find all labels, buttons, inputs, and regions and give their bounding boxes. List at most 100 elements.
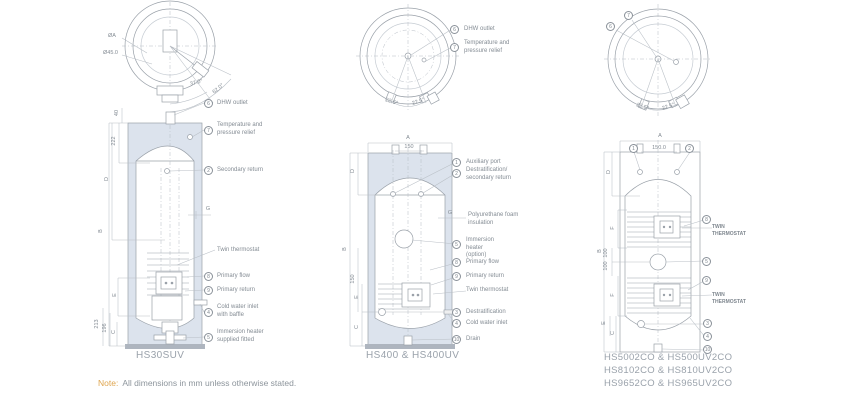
right-dim-100-b: 100 bbox=[603, 261, 609, 271]
middle-angle-right-label: 22.5° bbox=[411, 97, 426, 107]
middle-top-callout-num-dhw: 6 bbox=[450, 25, 459, 34]
middle-callout-destratification: Destratification bbox=[466, 309, 506, 315]
right-top-view bbox=[604, 4, 712, 118]
middle-leaders bbox=[386, 161, 467, 341]
right-shoulder-num-2: 2 bbox=[685, 144, 694, 153]
left-callout-num-immersion: 5 bbox=[204, 333, 213, 342]
left-dim-196: 196 bbox=[102, 323, 108, 333]
left-callout-primary-return: Primary return bbox=[217, 287, 256, 293]
right-angle-left-label: 22.5° bbox=[635, 102, 650, 112]
middle-top-callout-dhw: DHW outlet bbox=[464, 26, 495, 32]
left-diameter-ref-label: ØA bbox=[108, 33, 116, 39]
right-side-num-9: 9 bbox=[702, 276, 711, 285]
right-dim-F-upper: F bbox=[610, 226, 616, 230]
right-caption-line-3: HS9652CO & HS965UV2CO bbox=[604, 378, 733, 389]
right-side-num-8: 8 bbox=[702, 215, 711, 224]
right-dim-E: E bbox=[601, 321, 607, 325]
left-dim-B: B bbox=[98, 229, 104, 233]
right-angle-right-label: 22.5° bbox=[661, 102, 676, 112]
right-twin-thermostat-lower: TWIN THERMOSTAT bbox=[712, 292, 746, 305]
middle-top-callout-num-tp: 7 bbox=[450, 43, 459, 52]
right-dim-D: D bbox=[606, 170, 612, 174]
left-callout-num-dhw: 6 bbox=[204, 99, 213, 108]
left-top-view bbox=[121, 0, 232, 113]
left-dim-222: 222 bbox=[111, 136, 117, 146]
middle-top-callout-tp: Temperature and pressure relief bbox=[464, 40, 510, 54]
middle-dim-G: G bbox=[447, 210, 453, 216]
right-dim-150: 150.0 bbox=[652, 145, 666, 151]
right-leaders bbox=[633, 151, 713, 351]
left-callout-num-primary-flow: 8 bbox=[204, 272, 213, 281]
right-caption-line-1: HS5002CO & HS500UV2CO bbox=[604, 352, 733, 363]
middle-callout-num-primary-flow: 8 bbox=[452, 258, 461, 267]
middle-callout-twin-thermostat: Twin thermostat bbox=[466, 287, 509, 293]
right-side-num-5: 5 bbox=[702, 257, 711, 266]
right-dim-A: A bbox=[658, 133, 662, 139]
right-top-callout-num-6: 6 bbox=[606, 22, 615, 31]
left-dim-213: 213 bbox=[94, 319, 100, 329]
left-leaders bbox=[169, 102, 216, 339]
right-side-num-10: 10 bbox=[703, 345, 712, 354]
left-dim-D: D bbox=[104, 177, 110, 181]
right-top-callout-num-7: 7 bbox=[624, 11, 633, 20]
left-callout-num-secondary-return: 2 bbox=[204, 166, 213, 175]
middle-callout-num-destratification: 3 bbox=[452, 308, 461, 317]
left-dim-G: G bbox=[205, 206, 211, 212]
middle-angle-left-label: 22.5° bbox=[384, 97, 399, 107]
right-shoulder-num-1: 1 bbox=[629, 144, 638, 153]
left-callout-num-tp-relief: 7 bbox=[204, 126, 213, 135]
middle-callout-num-immersion: 5 bbox=[452, 240, 461, 249]
right-side-num-3: 3 bbox=[703, 319, 712, 328]
right-elevation bbox=[619, 140, 701, 353]
middle-callout-destrat-secondary: Destratification/ secondary return bbox=[466, 167, 512, 181]
left-callout-num-primary-return: 9 bbox=[204, 286, 213, 295]
footnote-text: All dimensions in mm unless otherwise st… bbox=[122, 378, 297, 388]
middle-dim-D: D bbox=[350, 169, 356, 173]
middle-dim-C: C bbox=[354, 325, 360, 329]
middle-dim-B: B bbox=[342, 247, 348, 251]
left-callout-cold-water: Cold water inlet with baffle bbox=[217, 304, 259, 318]
middle-callout-num-cold-water: 4 bbox=[452, 319, 461, 328]
middle-callout-cold-water: Cold water inlet bbox=[466, 320, 508, 326]
right-side-num-4: 4 bbox=[703, 332, 712, 341]
middle-callout-num-drain: 10 bbox=[452, 335, 461, 344]
left-dim-E: E bbox=[112, 293, 118, 297]
left-angle-37-label: 37.0° bbox=[189, 78, 204, 88]
left-dim-C: C bbox=[111, 330, 117, 334]
middle-callout-primary-return: Primary return bbox=[466, 273, 505, 279]
middle-top-view bbox=[356, 4, 460, 112]
right-dimensions bbox=[603, 140, 701, 353]
left-caption: HS30SUV bbox=[136, 350, 185, 361]
footnote-label: Note: bbox=[98, 378, 119, 388]
middle-callout-immersion: Immersion heater (option) bbox=[466, 237, 495, 258]
right-caption-line-2: HS8102CO & HS810UV2CO bbox=[604, 365, 733, 376]
left-callout-tp-relief: Temperature and pressure relief bbox=[217, 122, 263, 136]
left-dim-40: 40 bbox=[114, 109, 120, 117]
footnote: Note:All dimensions in mm unless otherwi… bbox=[98, 378, 296, 388]
left-callout-dhw-outlet: DHW outlet bbox=[217, 100, 248, 106]
middle-caption: HS400 & HS400UV bbox=[366, 350, 460, 361]
left-callout-immersion: Immersion heater supplied fitted bbox=[217, 329, 264, 343]
middle-callout-drain: Drain bbox=[466, 336, 481, 342]
left-angle-62-label: 62.0° bbox=[211, 82, 226, 96]
left-callout-primary-flow: Primary flow bbox=[217, 273, 251, 279]
left-diameter-value-label: Ø45.0 bbox=[103, 50, 118, 56]
left-callout-num-cold-water: 4 bbox=[204, 308, 213, 317]
middle-dim-A: A bbox=[406, 135, 410, 141]
right-dim-F-lower: F bbox=[610, 293, 616, 297]
middle-callout-polyurethane: Polyurethane foam insulation bbox=[468, 212, 519, 226]
right-dim-C: C bbox=[610, 331, 616, 335]
middle-callout-num-auxiliary: 1 bbox=[452, 158, 461, 167]
right-twin-thermostat-upper: TWIN THERMOSTAT bbox=[712, 224, 746, 237]
middle-callout-num-destrat-secondary: 2 bbox=[452, 169, 461, 178]
middle-dimensions bbox=[349, 142, 453, 347]
left-elevation bbox=[125, 111, 208, 349]
middle-callout-num-primary-return: 9 bbox=[452, 272, 461, 281]
middle-callout-primary-flow: Primary flow bbox=[466, 259, 500, 265]
middle-callout-auxiliary: Auxiliary port bbox=[466, 159, 501, 165]
middle-dim-E: E bbox=[354, 295, 360, 299]
middle-dim-150-vert: 150 bbox=[350, 274, 356, 284]
